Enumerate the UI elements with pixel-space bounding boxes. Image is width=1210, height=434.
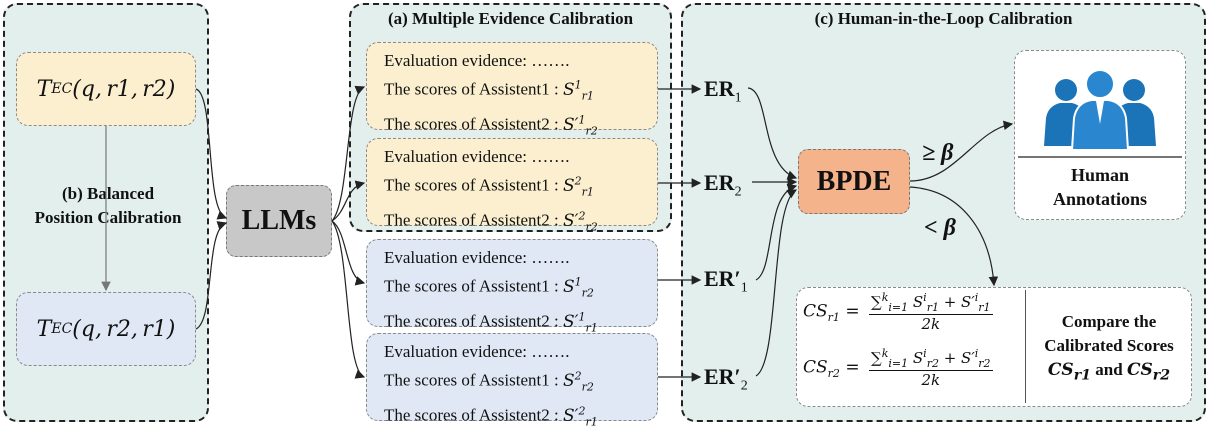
fraction-r2: ∑ki=1 Sir2 + S′ir2 2k	[868, 347, 993, 389]
panel-a-title: (a) Multiple Evidence Calibration	[387, 9, 634, 28]
fraction-r1: ∑ki=1 Sir1 + S′ir1 2k	[868, 291, 993, 333]
panel-b-title: (b) Balanced Position Calibration	[8, 182, 208, 230]
compare-line3: CSr1 and CSr2	[1047, 360, 1171, 384]
threshold-ge-label: ≥ β	[922, 140, 954, 166]
calibrated-score-box	[796, 287, 1192, 407]
evidence-box-4: Evaluation evidence: ……. The scores of A…	[366, 333, 658, 428]
score-line-2: The scores of Assistent2 : S′2r1	[384, 404, 598, 429]
score-line-1: The scores of Assistent1 : S1r1	[384, 78, 594, 103]
score-line-1: The scores of Assistent1 : S1r2	[384, 275, 594, 300]
evidence-box-3: Evaluation evidence: ……. The scores of A…	[366, 239, 658, 334]
compare-text: Compare the Calibrated Scores CSr1 and C…	[1026, 310, 1192, 387]
evidence-box-2: Evaluation evidence: ……. The scores of A…	[366, 138, 658, 233]
score-line-1: The scores of Assistent1 : S2r1	[384, 174, 594, 199]
human-line2: Annotations	[1052, 189, 1148, 209]
compare-line1: Compare the	[1061, 312, 1157, 331]
compare-line2: Calibrated Scores	[1044, 336, 1174, 355]
evidence-label: Evaluation evidence: …….	[384, 51, 570, 70]
human-annotations-label: Human Annotations	[1014, 163, 1186, 211]
score-line-2: The scores of Assistent2 : S′1r2	[384, 113, 598, 138]
human-line1: Human	[1070, 165, 1130, 185]
threshold-lt-label: < β	[924, 215, 956, 241]
formula-cs-r2: CSr2 = ∑ki=1 Sir2 + S′ir2 2k	[803, 347, 993, 389]
formula-cs-r1: CSr1 = ∑ki=1 Sir1 + S′ir1 2k	[803, 291, 993, 333]
er-label-1: ER1	[704, 76, 742, 106]
er-prime-label-1: ER′1	[704, 266, 748, 296]
evidence-label: Evaluation evidence: …….	[384, 147, 570, 166]
evidence-label: Evaluation evidence: …….	[384, 248, 570, 267]
llms-node: LLMs	[226, 185, 332, 257]
evidence-label: Evaluation evidence: …….	[384, 342, 570, 361]
panel-b-title-line2: Position Calibration	[34, 208, 182, 227]
panel-b-title-line1: (b) Balanced	[61, 184, 155, 203]
panel-c-title: (c) Human-in-the-Loop Calibration	[814, 9, 1073, 28]
er-label-2: ER2	[704, 170, 742, 200]
score-line-2: The scores of Assistent2 : S′1r1	[384, 310, 598, 335]
formula-divider	[1025, 290, 1026, 403]
er-prime-label-2: ER′2	[704, 364, 748, 394]
score-line-2: The scores of Assistent2 : S′2r2	[384, 209, 598, 234]
bpde-node: BPDE	[798, 149, 910, 214]
score-line-1: The scores of Assistent1 : S2r2	[384, 369, 594, 394]
evidence-box-1: Evaluation evidence: ……. The scores of A…	[366, 42, 658, 137]
